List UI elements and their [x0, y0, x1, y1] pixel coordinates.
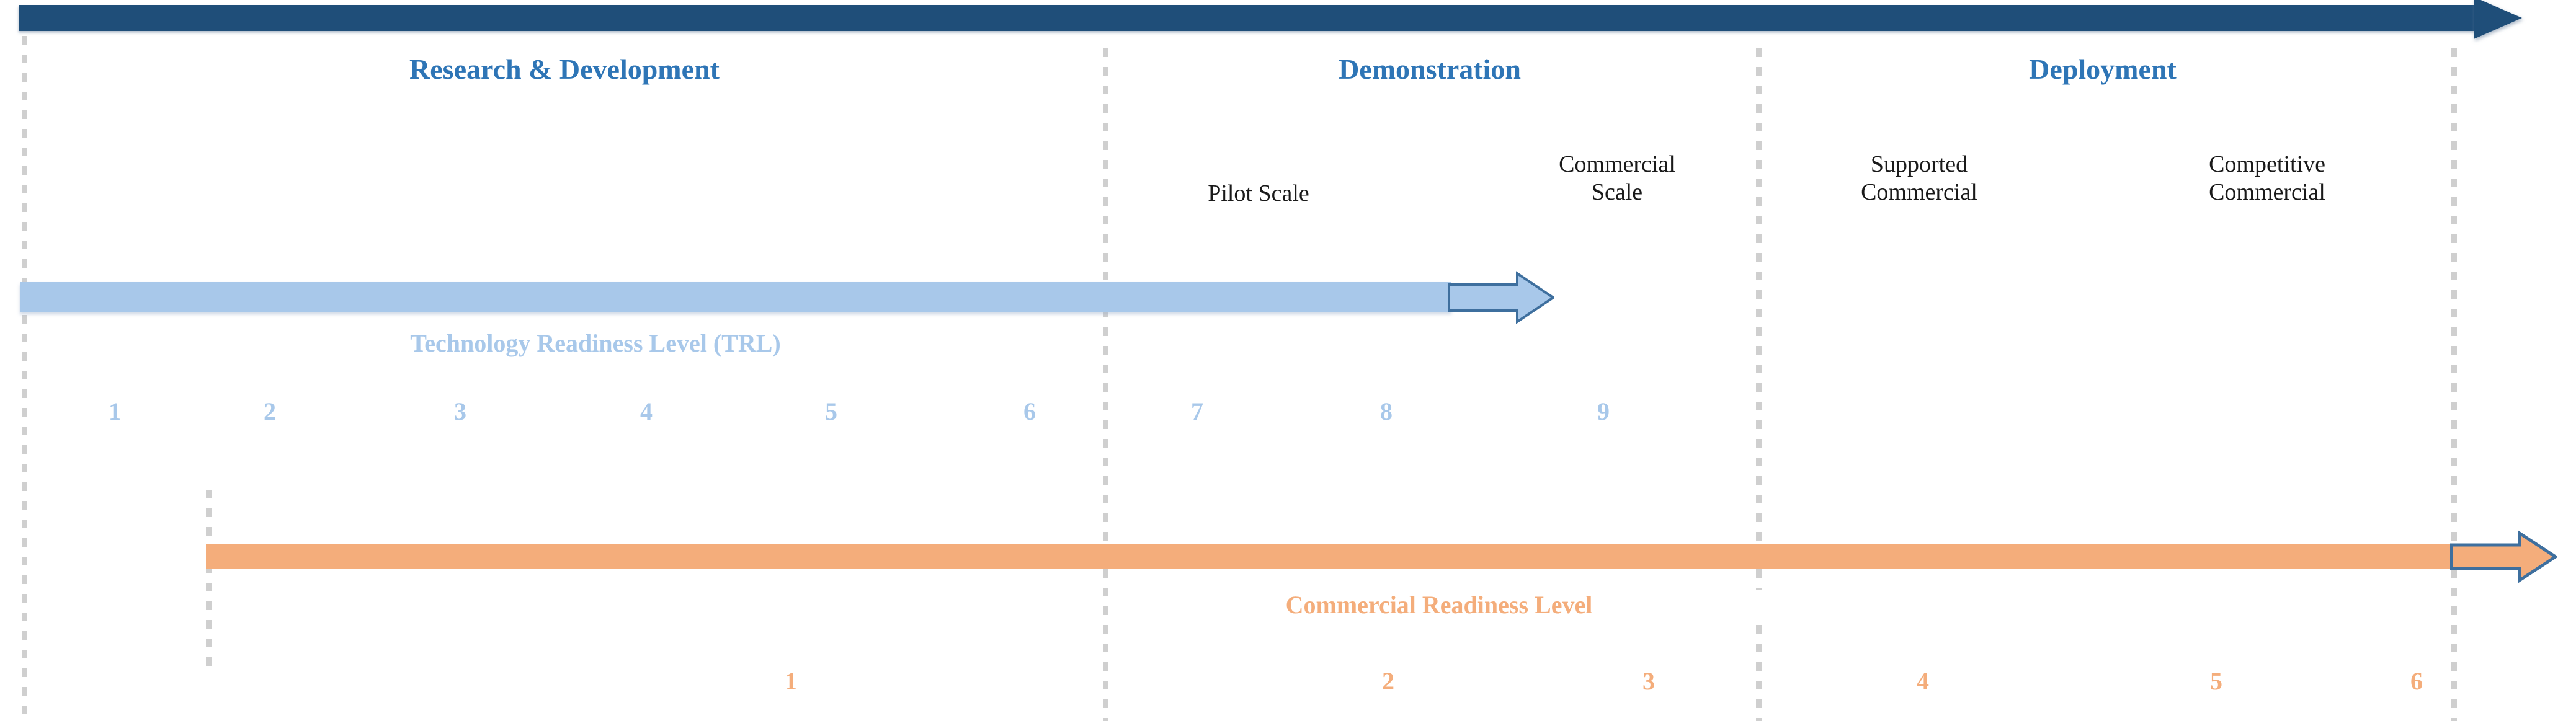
trl-level-5: 5 [825, 397, 837, 425]
phase-title-demonstration: Demonstration [1339, 53, 1521, 85]
sub-label-supported-commercial: Supported Commercial [1795, 151, 2043, 206]
trl-arrow-body [20, 282, 1451, 312]
crl-level-3: 3 [1642, 667, 1655, 695]
crl-level-1: 1 [785, 667, 797, 695]
divider-left-boundary [22, 17, 27, 721]
sub-label-line-2: Commercial [2209, 179, 2325, 205]
divider-rd-demonstration [1103, 48, 1108, 721]
trl-level-6: 6 [1023, 397, 1036, 425]
divider-right-boundary [2451, 48, 2457, 721]
sub-label-line-2: Scale [1591, 179, 1643, 205]
crl-level-2: 2 [1382, 667, 1394, 695]
trl-level-4: 4 [640, 397, 653, 425]
sub-label-pilot-scale: Pilot Scale [1134, 180, 1383, 208]
trl-level-2: 2 [264, 397, 276, 425]
crl-arrow-body [206, 544, 2458, 569]
sub-label-line-1: Pilot Scale [1208, 180, 1309, 206]
trl-level-7: 7 [1191, 397, 1203, 425]
sub-label-line-1: Supported [1870, 151, 1968, 177]
crl-level-6: 6 [2410, 667, 2423, 695]
trl-level-1: 1 [109, 397, 121, 425]
trl-level-3: 3 [454, 397, 466, 425]
overall-progression-arrow-head [2474, 0, 2522, 39]
crl-caption: Commercial Readiness Level [1110, 590, 1768, 619]
trl-level-8: 8 [1380, 397, 1393, 425]
phase-title-research-development: Research & Development [409, 53, 720, 85]
trl-level-9: 9 [1597, 397, 1610, 425]
sub-label-line-1: Commercial [1559, 151, 1675, 177]
crl-level-5: 5 [2210, 667, 2222, 695]
overall-progression-arrow-body [19, 5, 2475, 31]
divider-demonstration-deployment [1756, 48, 1762, 721]
sub-label-line-1: Competitive [2209, 151, 2325, 177]
phase-title-deployment: Deployment [2029, 53, 2177, 85]
divider-crl-start [206, 490, 212, 676]
trl-caption: Technology Readiness Level (TRL) [410, 329, 781, 357]
sub-label-competitive-commercial: Competitive Commercial [2143, 151, 2391, 206]
sub-label-commercial-scale: Commercial Scale [1493, 151, 1741, 206]
trl-arrow-head [1448, 271, 1554, 324]
crl-level-4: 4 [1917, 667, 1929, 695]
sub-label-line-2: Commercial [1861, 179, 1977, 205]
crl-arrow-head [2450, 530, 2557, 583]
